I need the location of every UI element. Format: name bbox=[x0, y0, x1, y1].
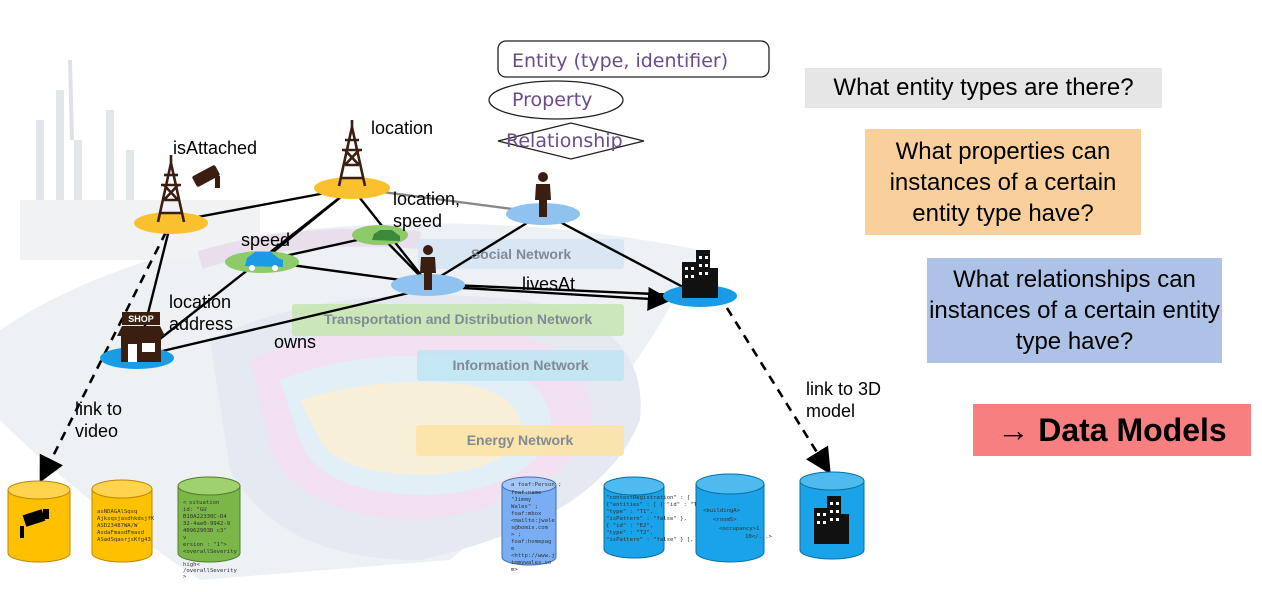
svg-text:32-4ae0-9942-9: 32-4ae0-9942-9 bbox=[183, 521, 230, 527]
information-network-label: Information Network bbox=[452, 357, 589, 373]
is-attached-label: isAttached bbox=[173, 138, 258, 158]
svg-text:"type" : "T2",: "type" : "T2", bbox=[606, 530, 653, 536]
legend-relationship-diamond bbox=[497, 122, 645, 160]
transport-network-bar bbox=[292, 304, 624, 336]
svg-text:a foaf:Person ;: a foaf:Person ; bbox=[511, 482, 562, 488]
person-icon bbox=[535, 172, 551, 217]
location-label: location bbox=[371, 118, 434, 138]
person-icon bbox=[420, 245, 436, 290]
car-icon bbox=[372, 230, 400, 241]
svg-text:immywales.co: immywales.co bbox=[511, 560, 551, 566]
data-models-conclusion: → Data Models bbox=[973, 404, 1251, 456]
svg-text:m>: m> bbox=[511, 567, 518, 573]
svg-text:high<: high< bbox=[183, 562, 200, 568]
svg-text:e: e bbox=[511, 546, 515, 552]
svg-text:"contextRegistration" : [: "contextRegistration" : [ bbox=[606, 495, 690, 501]
svg-text:situation: situation bbox=[189, 500, 219, 506]
shop-icon: SHOP bbox=[117, 312, 165, 362]
svg-text:<: < bbox=[183, 500, 187, 506]
svg-text:<room5>: <room5> bbox=[713, 517, 737, 523]
question-properties: What properties can instances of a certa… bbox=[865, 129, 1141, 235]
building-xml-database-cylinder: <buildingA> <room5> <occupancy>1 10</...… bbox=[695, 473, 773, 563]
speed-label: speed bbox=[241, 230, 291, 250]
svg-text:40962903D c3": 40962903D c3" bbox=[183, 528, 227, 534]
legend-property-ellipse bbox=[488, 80, 624, 120]
svg-text:ASadSqasrjsKfg43: ASadSqasrjsKfg43 bbox=[97, 537, 151, 543]
svg-text:AsdaFmasdFmasd: AsdaFmasdFmasd bbox=[97, 530, 144, 536]
registration-database-cylinder: "contextRegistration" : [ {"entities" : … bbox=[603, 476, 707, 559]
tower-icon bbox=[337, 120, 367, 187]
location-address-label: location address bbox=[169, 292, 234, 334]
svg-text:"isPattern" : "false" },: "isPattern" : "false" }, bbox=[606, 516, 687, 522]
question-relationships: What relationships can instances of a ce… bbox=[927, 258, 1222, 363]
link-video-label: link to video bbox=[75, 399, 123, 441]
svg-text:s@bomis.com: s@bomis.com bbox=[511, 525, 549, 531]
svg-text:<overallSeverity: <overallSeverity bbox=[183, 549, 238, 555]
svg-text:"Jimmy: "Jimmy bbox=[511, 497, 532, 503]
location-speed-label: location, speed bbox=[393, 189, 461, 231]
lives-at-label: livesAt bbox=[522, 274, 576, 294]
svg-text:{"entities" : [ { "id" : "T1",: {"entities" : [ { "id" : "T1", bbox=[606, 502, 707, 508]
social-network-label: Social Network bbox=[470, 246, 572, 262]
svg-text:AjksqsjasdhkdsjfK: AjksqsjasdhkdsjfK bbox=[97, 516, 155, 522]
svg-text:<occupancy>1: <occupancy>1 bbox=[719, 526, 759, 532]
information-network-bar bbox=[417, 350, 624, 381]
svg-text:10</...>: 10</...> bbox=[745, 534, 773, 540]
car-icon bbox=[245, 252, 283, 271]
svg-text:B10A22330C-D4: B10A22330C-D4 bbox=[183, 514, 227, 520]
svg-text:ASD23487WA/W: ASD23487WA/W bbox=[97, 523, 138, 529]
tower-node-center bbox=[314, 177, 390, 199]
svg-text:foaf:mbox: foaf:mbox bbox=[511, 511, 542, 517]
lives-at-edge bbox=[429, 284, 672, 311]
svg-text:> ;: > ; bbox=[511, 532, 521, 538]
svg-text:"type" : "T1",: "type" : "T1", bbox=[606, 509, 653, 515]
foaf-database-cylinder: a foaf:Person ; foaf:name "Jimmy Wales" … bbox=[501, 476, 562, 573]
video-camera-icon bbox=[20, 509, 49, 538]
legend-entity-label: Entity (type, identifier) bbox=[512, 50, 728, 72]
energy-network-bar bbox=[416, 425, 624, 456]
transport-network-label: Transportation and Distribution Network bbox=[323, 311, 593, 327]
social-network-bar bbox=[418, 239, 624, 269]
building-icon bbox=[814, 496, 849, 544]
svg-text:ersion : "1">: ersion : "1"> bbox=[183, 542, 227, 548]
svg-text:Wales" ;: Wales" ; bbox=[511, 504, 538, 510]
question-properties-text: What properties can instances of a certa… bbox=[889, 137, 1117, 227]
energy-network-label: Energy Network bbox=[466, 432, 574, 448]
svg-text:v: v bbox=[183, 535, 187, 541]
svg-text:foaf:homepag: foaf:homepag bbox=[511, 539, 551, 545]
svg-text:foaf:name: foaf:name bbox=[511, 490, 542, 496]
link-3d-label: link to 3D model bbox=[806, 379, 882, 421]
tower-icon bbox=[156, 155, 186, 223]
question-entity-types: What entity types are there? bbox=[805, 68, 1162, 108]
svg-text:/overallSeverity: /overallSeverity bbox=[183, 568, 238, 574]
owns-label: owns bbox=[274, 332, 317, 352]
xml-database-cylinder: < situation id: "GU B10A22330C-D4 32-4ae… bbox=[177, 476, 241, 580]
svg-text:<buildingA>: <buildingA> bbox=[703, 508, 741, 514]
svg-text:{ "id" : "E2",: { "id" : "E2", bbox=[606, 523, 653, 529]
svg-text:>: > bbox=[183, 574, 187, 580]
svg-text:asNDAGAlSqsq: asNDAGAlSqsq bbox=[97, 509, 137, 515]
video-link-edge bbox=[39, 231, 168, 483]
camera-icon bbox=[192, 165, 220, 188]
svg-text:<mailto:jwale: <mailto:jwale bbox=[511, 518, 555, 524]
video-database-cylinder bbox=[7, 480, 71, 563]
svg-text:id: "GU: id: "GU bbox=[183, 507, 207, 513]
svg-text:"isPattern" : "false" } ],: "isPattern" : "false" } ], bbox=[606, 537, 694, 543]
legend-relationship-label: Relationship bbox=[506, 130, 623, 152]
question-relationships-text: What relationships can instances of a ce… bbox=[929, 266, 1220, 355]
building-icon bbox=[682, 250, 718, 298]
3d-model-database-cylinder bbox=[799, 471, 865, 560]
shop-sign-text: SHOP bbox=[128, 314, 154, 324]
svg-text:<http://www.j: <http://www.j bbox=[511, 553, 555, 559]
sensor-database-cylinder: asNDAGAlSqsq AjksqsjasdhkdsjfK ASD23487W… bbox=[91, 479, 155, 563]
tower-node-left bbox=[134, 212, 208, 234]
legend-entity-box bbox=[497, 40, 770, 78]
legend-property-label: Property bbox=[512, 89, 592, 111]
